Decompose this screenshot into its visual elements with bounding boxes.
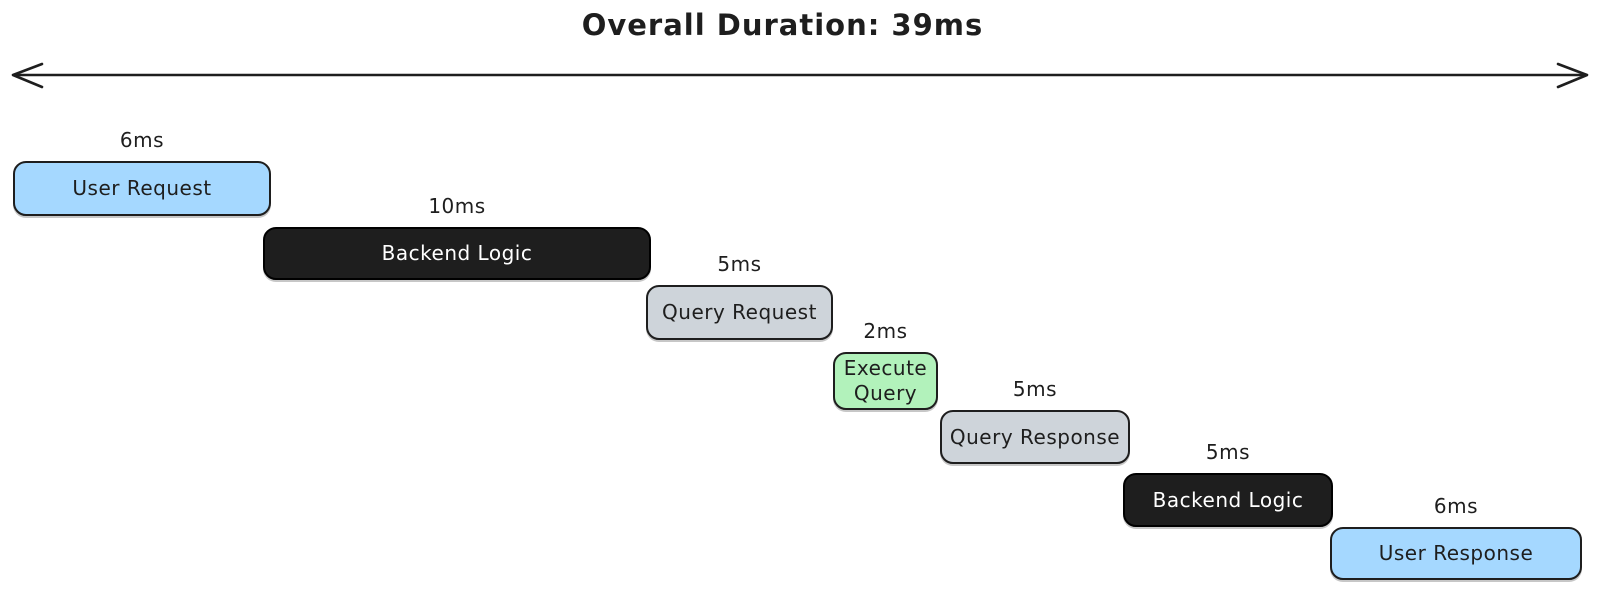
segment-box: Backend Logic xyxy=(263,227,651,280)
duration-label: 5ms xyxy=(1205,440,1251,464)
segment-execute-query: 2ms Execute Query xyxy=(833,318,938,410)
segment-box: Execute Query xyxy=(833,352,938,410)
duration-label: 6ms xyxy=(119,128,165,152)
duration-label: 5ms xyxy=(717,252,762,276)
segment-backend-logic-1: 10ms Backend Logic xyxy=(263,193,651,280)
duration-label: 6ms xyxy=(1433,494,1479,518)
diagram-title: Overall Duration: 39ms xyxy=(581,8,984,42)
segment-box: User Request xyxy=(13,161,271,216)
duration-label: 10ms xyxy=(428,194,486,218)
segment-box: Query Request xyxy=(646,285,833,340)
segment-box: User Response xyxy=(1330,527,1582,580)
segment-user-request: 6ms User Request xyxy=(13,127,271,216)
segment-backend-logic-2: 5ms Backend Logic xyxy=(1123,439,1333,527)
segment-user-response: 6ms User Response xyxy=(1330,493,1582,580)
duration-label: 2ms xyxy=(863,319,908,343)
segment-query-request: 5ms Query Request xyxy=(646,251,833,340)
segment-box: Query Response xyxy=(940,410,1130,464)
duration-label: 5ms xyxy=(1012,377,1058,401)
segment-query-response: 5ms Query Response xyxy=(940,376,1130,464)
segment-box: Backend Logic xyxy=(1123,473,1333,527)
double-arrow-icon xyxy=(11,62,1589,89)
